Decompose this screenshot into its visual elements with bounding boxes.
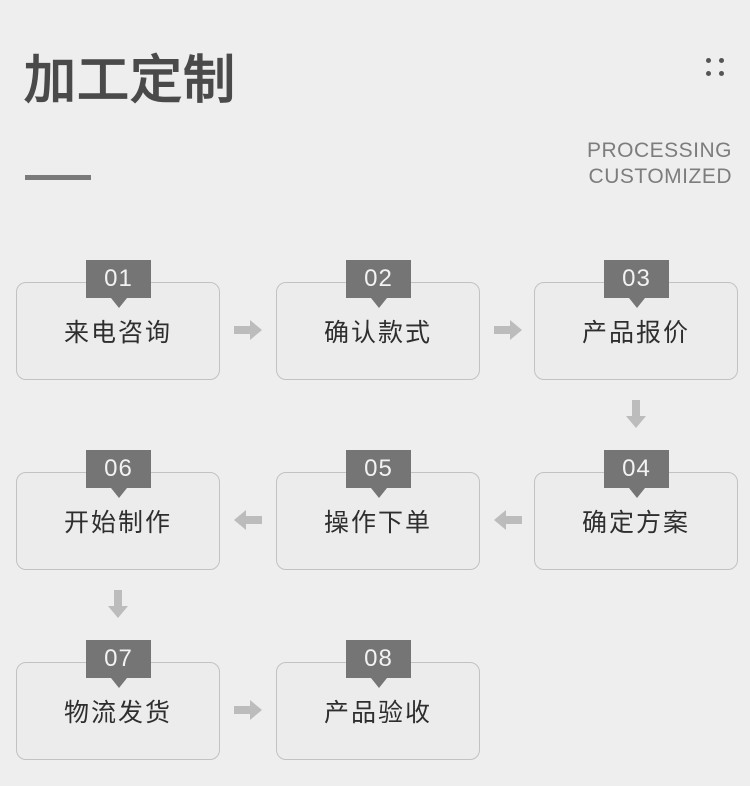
flow-step-card-06[interactable]: 06 开始制作: [16, 450, 220, 570]
flow-step-card-05[interactable]: 05 操作下单: [276, 450, 480, 570]
flow-step-card-04[interactable]: 04 确定方案: [534, 450, 738, 570]
title-underline-rule: [25, 175, 91, 180]
dot-bottom-left: [706, 71, 711, 76]
step-badge-02: 02: [346, 260, 411, 308]
step-label-03: 产品报价: [581, 319, 690, 347]
step-label-01: 来电咨询: [63, 319, 172, 347]
step-number-02: 02: [364, 265, 393, 292]
subtitle-line-2: CUSTOMIZED: [588, 165, 732, 188]
flow-step-card-01[interactable]: 01 来电咨询: [16, 260, 220, 380]
step-label-02: 确认款式: [323, 319, 432, 347]
step-label-06: 开始制作: [63, 509, 172, 537]
subtitle-line-1: PROCESSING: [586, 139, 732, 162]
step-label-05: 操作下单: [323, 509, 432, 537]
flow-step-card-07[interactable]: 07 物流发货: [16, 640, 220, 760]
step-badge-06: 06: [86, 450, 151, 498]
connector-arrow-right-07-08: [234, 700, 262, 720]
step-number-01: 01: [104, 265, 133, 292]
step-number-05: 05: [364, 455, 393, 482]
step-badge-04: 04: [604, 450, 669, 498]
flow-step-card-03[interactable]: 03 产品报价: [534, 260, 738, 380]
connector-arrow-down-06-07: [108, 590, 128, 618]
step-number-06: 06: [104, 455, 133, 482]
flow-step-card-08[interactable]: 08 产品验收: [276, 640, 480, 760]
connector-arrow-right-01-02: [234, 320, 262, 340]
step-badge-01: 01: [86, 260, 151, 308]
dot-top-right: [719, 58, 724, 63]
step-badge-03: 03: [604, 260, 669, 308]
connector-arrow-down-03-04: [626, 400, 646, 428]
step-badge-07: 07: [86, 640, 151, 688]
step-number-04: 04: [622, 455, 651, 482]
page-title: 加工定制: [24, 52, 237, 110]
flow-step-card-02[interactable]: 02 确认款式: [276, 260, 480, 380]
step-label-04: 确定方案: [581, 509, 690, 537]
step-number-07: 07: [104, 645, 133, 672]
step-badge-05: 05: [346, 450, 411, 498]
step-number-03: 03: [622, 265, 651, 292]
step-number-08: 08: [364, 645, 393, 672]
page-subtitle: PROCESSING CUSTOMIZED: [587, 138, 732, 190]
step-label-07: 物流发货: [63, 699, 172, 727]
connector-arrow-left-05-06: [234, 510, 262, 530]
step-label-08: 产品验收: [323, 699, 432, 727]
connector-arrow-left-04-05: [494, 510, 522, 530]
step-badge-08: 08: [346, 640, 411, 688]
dot-top-left: [706, 58, 711, 63]
dot-bottom-right: [719, 71, 724, 76]
four-dots-grid-icon[interactable]: [706, 58, 728, 80]
page-header: 加工定制 PROCESSING CUSTOMIZED: [0, 0, 750, 230]
connector-arrow-right-02-03: [494, 320, 522, 340]
